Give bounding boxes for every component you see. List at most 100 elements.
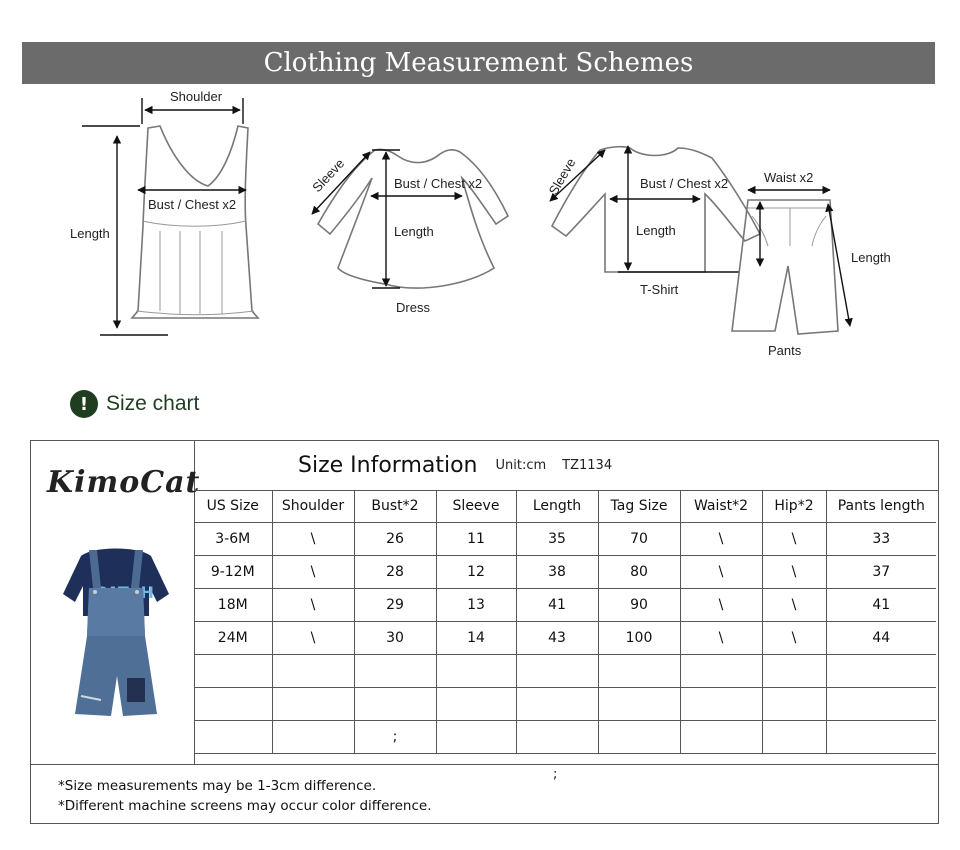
table-cell: 41: [825, 588, 936, 622]
table-cell: [194, 654, 273, 688]
table-cell: [194, 687, 273, 721]
table-cell: ;: [353, 720, 437, 754]
table-cell: [515, 687, 599, 721]
table-cell: [825, 654, 936, 688]
table-header: Pants length: [825, 490, 936, 523]
table-cell: [679, 720, 763, 754]
brand-logo: KimoCat: [47, 465, 201, 500]
table-row: 9-12M \ 28 12 38 80 \ \ 37: [194, 555, 936, 589]
table-header: Shoulder: [271, 490, 355, 523]
table-cell: \: [679, 522, 763, 556]
table-cell: \: [679, 621, 763, 655]
note-line-1: *Size measurements may be 1-3cm differen…: [58, 778, 377, 794]
table-row: 18M \ 29 13 41 90 \ \ 41: [194, 588, 936, 622]
table-header: US Size: [194, 490, 273, 523]
table-header: Waist*2: [679, 490, 763, 523]
measurement-diagrams-svg: Shoulder Bust / Chest x2 Length Sleeve B…: [70, 89, 891, 358]
table-cell: 11: [435, 522, 517, 556]
table-cell: [597, 654, 681, 688]
table-cell: 13: [435, 588, 517, 622]
table-cell: \: [761, 555, 827, 589]
pants-diagram: Waist x2 Length Pants: [731, 170, 891, 358]
table-cell: 44: [825, 621, 936, 655]
table-cell: [271, 687, 355, 721]
size-chart-label: Size chart: [106, 392, 200, 415]
table-header: Tag Size: [597, 490, 681, 523]
table-cell: 70: [597, 522, 681, 556]
table-cell: [679, 687, 763, 721]
table-cell: [194, 720, 273, 754]
table-header-row: US Size Shoulder Bust*2 Sleeve Length Ta…: [194, 490, 936, 523]
table-cell: 41: [515, 588, 599, 622]
table-cell: [825, 720, 936, 754]
table-cell: \: [761, 588, 827, 622]
table-cell: \: [679, 555, 763, 589]
size-info-title: Size Information: [298, 453, 478, 478]
vest-bust-label: Bust / Chest x2: [148, 197, 236, 212]
dress-length-label: Length: [394, 224, 434, 239]
size-info-unit: Unit:cm: [495, 458, 547, 473]
table-cell: [825, 687, 936, 721]
table-cell: [271, 654, 355, 688]
table-row: [194, 687, 936, 721]
table-cell: 38: [515, 555, 599, 589]
tshirt-caption: T-Shirt: [640, 282, 679, 297]
table-cell: \: [271, 621, 355, 655]
table-cell: 80: [597, 555, 681, 589]
table-cell: [679, 654, 763, 688]
size-notes: *Size measurements may be 1-3cm differen…: [31, 764, 938, 824]
table-row: ;: [194, 720, 936, 754]
product-panel: KimoCat CATCH: [31, 441, 199, 764]
table-cell: 100: [597, 621, 681, 655]
tshirt-sleeve-label: Sleeve: [546, 156, 579, 198]
table-cell: 24M: [194, 621, 273, 655]
page-banner: Clothing Measurement Schemes: [22, 42, 935, 84]
table-cell: 18M: [194, 588, 273, 622]
table-cell: \: [679, 588, 763, 622]
tshirt-bust-label: Bust / Chest x2: [640, 176, 728, 191]
table-cell: [597, 720, 681, 754]
table-cell: 29: [353, 588, 437, 622]
table-cell: 3-6M: [194, 522, 273, 556]
table-cell: 35: [515, 522, 599, 556]
table-header: Bust*2: [353, 490, 437, 523]
table-cell: [353, 687, 437, 721]
table-cell: 30: [353, 621, 437, 655]
table-cell: 26: [353, 522, 437, 556]
table-cell: [597, 687, 681, 721]
note-line-2: *Different machine screens may occur col…: [58, 798, 432, 814]
table-header: Length: [515, 490, 599, 523]
table-cell: \: [271, 588, 355, 622]
dress-sleeve-label: Sleeve: [309, 156, 347, 195]
table-cell: 14: [435, 621, 517, 655]
table-cell: [435, 687, 517, 721]
table-cell: 28: [353, 555, 437, 589]
table-cell: 12: [435, 555, 517, 589]
product-image: CATCH: [63, 548, 169, 716]
pants-waist-label: Waist x2: [764, 170, 813, 185]
table-cell: [761, 654, 827, 688]
vest-shoulder-label: Shoulder: [170, 89, 223, 104]
table-cell: [761, 687, 827, 721]
table-cell: [353, 654, 437, 688]
vest-length-label: Length: [70, 226, 110, 241]
tshirt-diagram: Sleeve Bust / Chest x2 Length T-Shirt: [546, 145, 762, 297]
vest-diagram: Shoulder Bust / Chest x2 Length: [70, 89, 260, 336]
table-cell: 90: [597, 588, 681, 622]
table-cell: 33: [825, 522, 936, 556]
table-cell: [271, 720, 355, 754]
size-chart-heading: ! Size chart: [70, 389, 199, 419]
table-cell: [435, 654, 517, 688]
measurement-diagrams: Shoulder Bust / Chest x2 Length Sleeve B…: [0, 86, 960, 376]
table-cell: \: [271, 555, 355, 589]
table-row: 3-6M \ 26 11 35 70 \ \ 33: [194, 522, 936, 556]
size-info-header: Size Information Unit:cm TZ1134: [194, 441, 938, 491]
size-table: US Size Shoulder Bust*2 Sleeve Length Ta…: [194, 490, 936, 754]
table-cell: \: [271, 522, 355, 556]
table-cell: \: [761, 621, 827, 655]
table-cell: 43: [515, 621, 599, 655]
exclamation-icon: !: [70, 390, 98, 418]
dress-diagram: Sleeve Bust / Chest x2 Length Dress: [309, 148, 510, 315]
pants-length-label: Length: [851, 250, 891, 265]
stray-semicolon: ;: [553, 767, 558, 782]
